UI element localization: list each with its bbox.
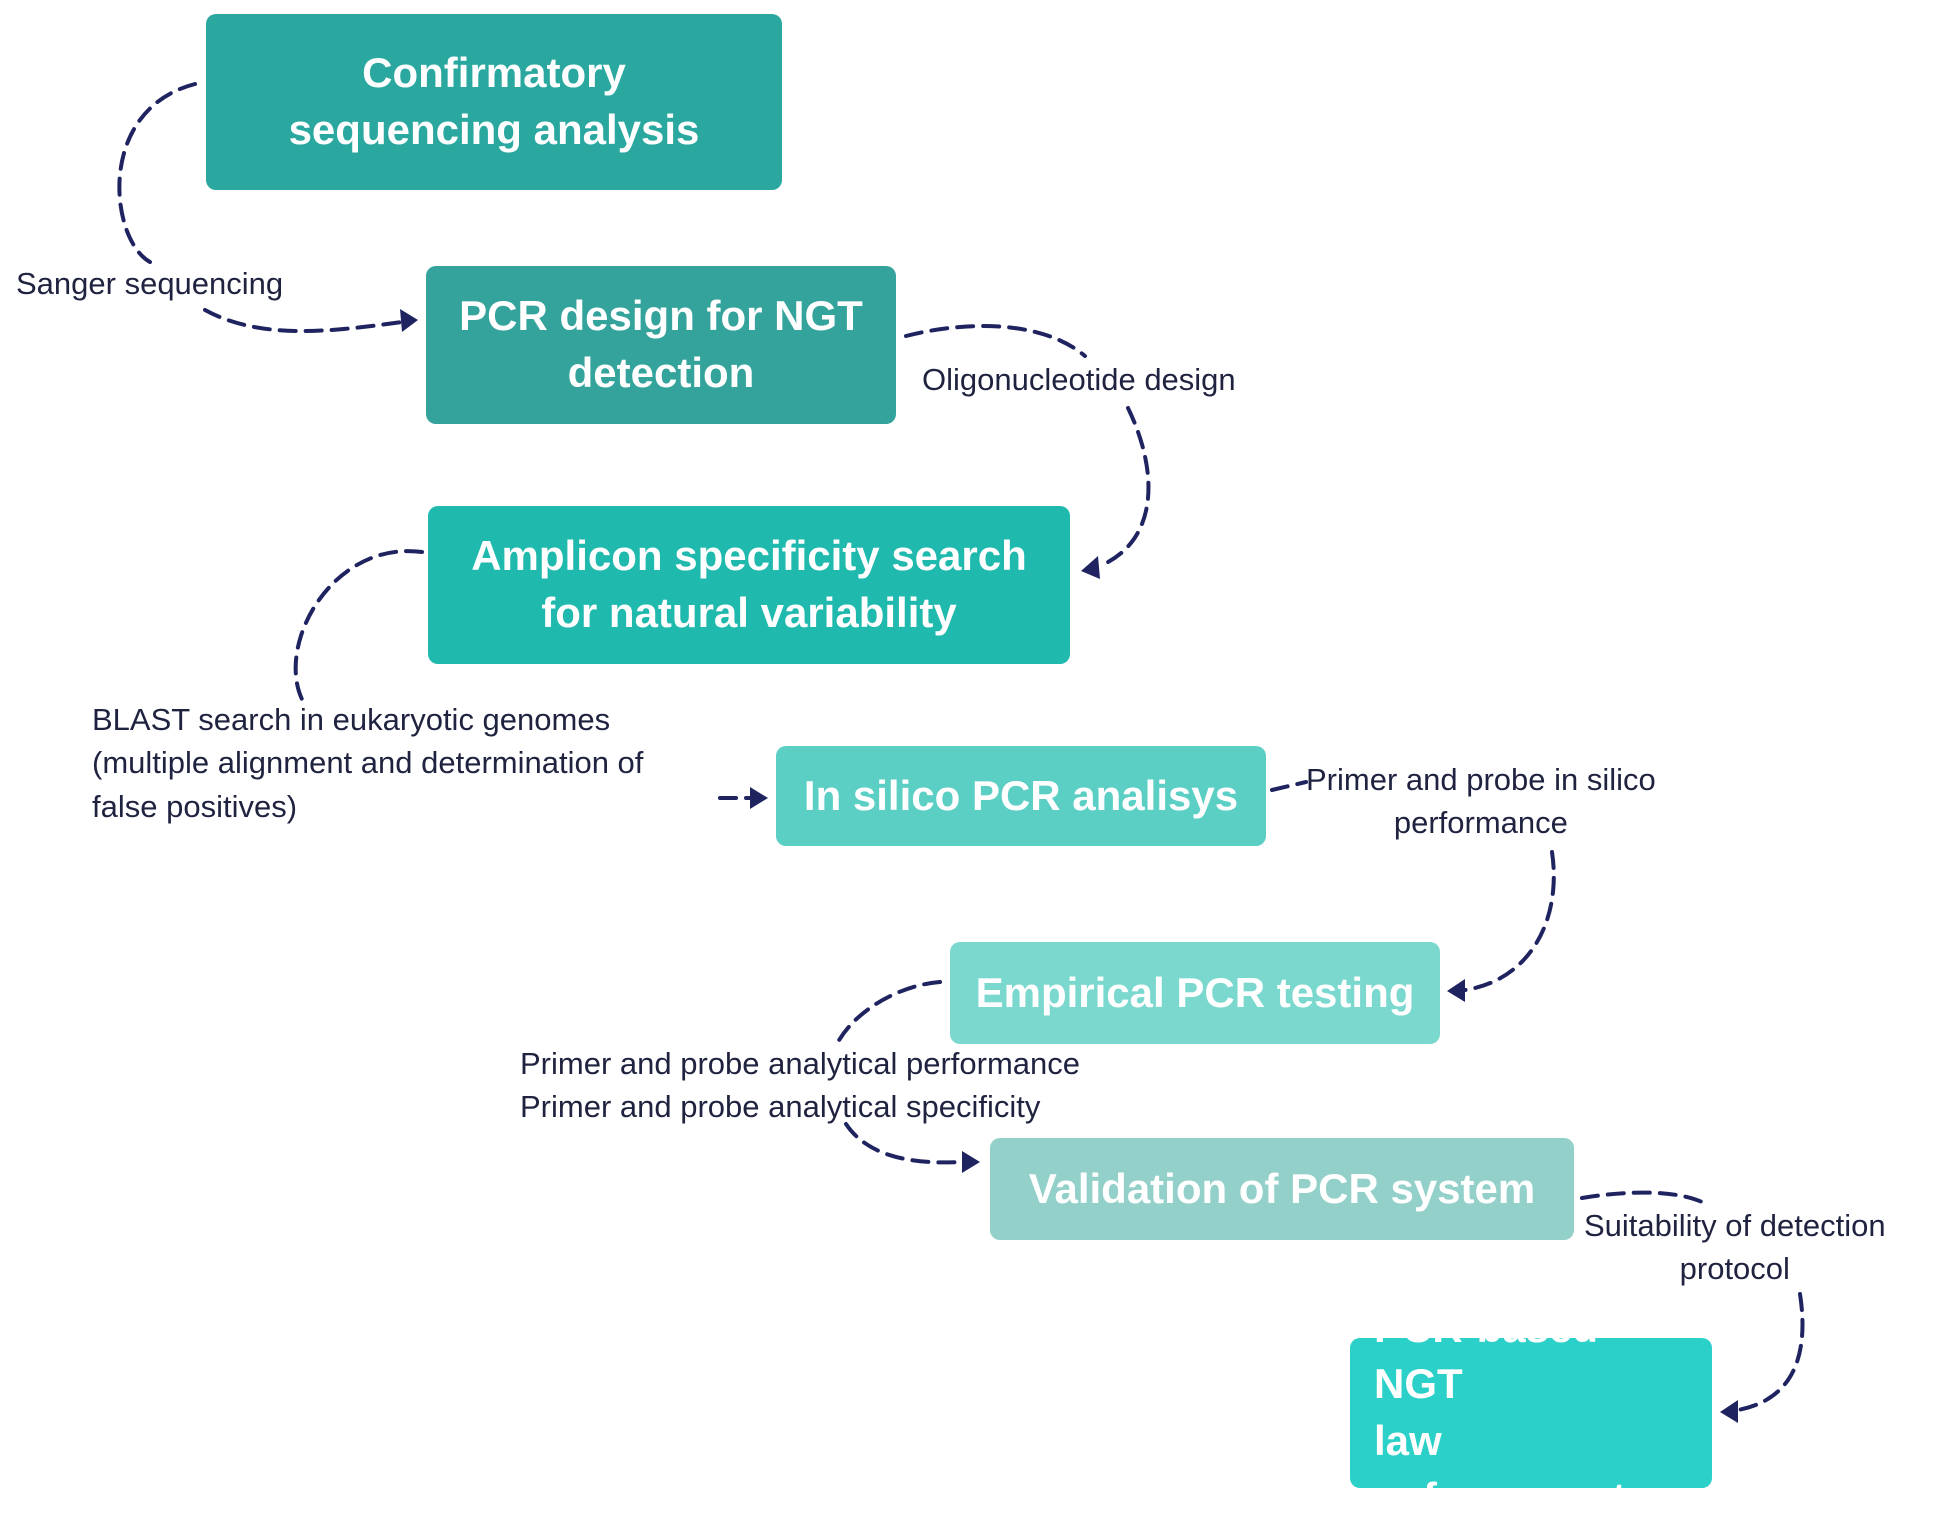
step-label-line: Amplicon specificity search [471, 532, 1027, 580]
step-label-line: Empirical PCR testing [975, 968, 1415, 1016]
step-label-line: law enforcement [1374, 1417, 1627, 1521]
connector-analytical-arc [836, 980, 942, 1044]
step-label-line: Confirmatory [362, 49, 626, 97]
label-primer-probe-analytical: Primer and probe analytical performance … [520, 1046, 1080, 1125]
step-in-silico-pcr: In silico PCR analisys [776, 746, 1266, 846]
step-empirical-pcr: Empirical PCR testing [950, 942, 1440, 1044]
step-label-line: for natural variability [541, 589, 957, 636]
connector-sanger-arc [117, 82, 197, 264]
step-label-line: PCR-based NGT [1374, 1303, 1599, 1408]
step-law-enforcement: PCR-based NGT law enforcement [1350, 1304, 1712, 1521]
step-label-line: Validation of PCR system [1028, 1164, 1536, 1212]
connector-primer-silico-down [1463, 850, 1556, 992]
connector-primer-silico-top [1270, 780, 1308, 792]
arrowhead-to-law-enforcement [1720, 1400, 1738, 1423]
arrowhead-to-validation [962, 1151, 980, 1173]
step-pcr-design: PCR design for NGT detection [426, 266, 896, 424]
connector-sanger-arrow [203, 308, 404, 334]
connector-analytical-arrow [844, 1122, 964, 1165]
step-amplicon-specificity: Amplicon specificity search for natural … [428, 506, 1070, 664]
step-validation-pcr: Validation of PCR system [990, 1138, 1574, 1240]
step-label-line: sequencing analysis [288, 106, 700, 153]
connector-oligo-top [904, 324, 1087, 358]
label-blast-search: BLAST search in eukaryotic genomes (mult… [92, 702, 644, 824]
arrowhead-to-empirical [1447, 979, 1465, 1002]
label-suitability-of-detection: Suitability of detection protocol [1584, 1208, 1886, 1287]
step-label-line: In silico PCR analisys [803, 771, 1239, 819]
connector-oligo-down [1098, 406, 1151, 568]
label-primer-probe-in-silico: Primer and probe in silico performance [1306, 762, 1656, 841]
connector-suitability-top [1580, 1190, 1708, 1206]
arrowhead-to-pcr-design [400, 309, 418, 332]
connector-blast-arc [293, 549, 424, 707]
step-label-line: detection [567, 349, 755, 396]
arrowhead-to-in-silico [750, 787, 768, 809]
label-sanger-sequencing: Sanger sequencing [16, 266, 284, 301]
step-confirmatory-sequencing: Confirmatory sequencing analysis [206, 14, 782, 190]
connector-suitability-down [1736, 1292, 1805, 1412]
label-oligonucleotide-design: Oligonucleotide design [922, 362, 1236, 397]
arrowhead-to-amplicon [1081, 556, 1100, 579]
step-label-line: PCR design for NGT [459, 292, 863, 340]
